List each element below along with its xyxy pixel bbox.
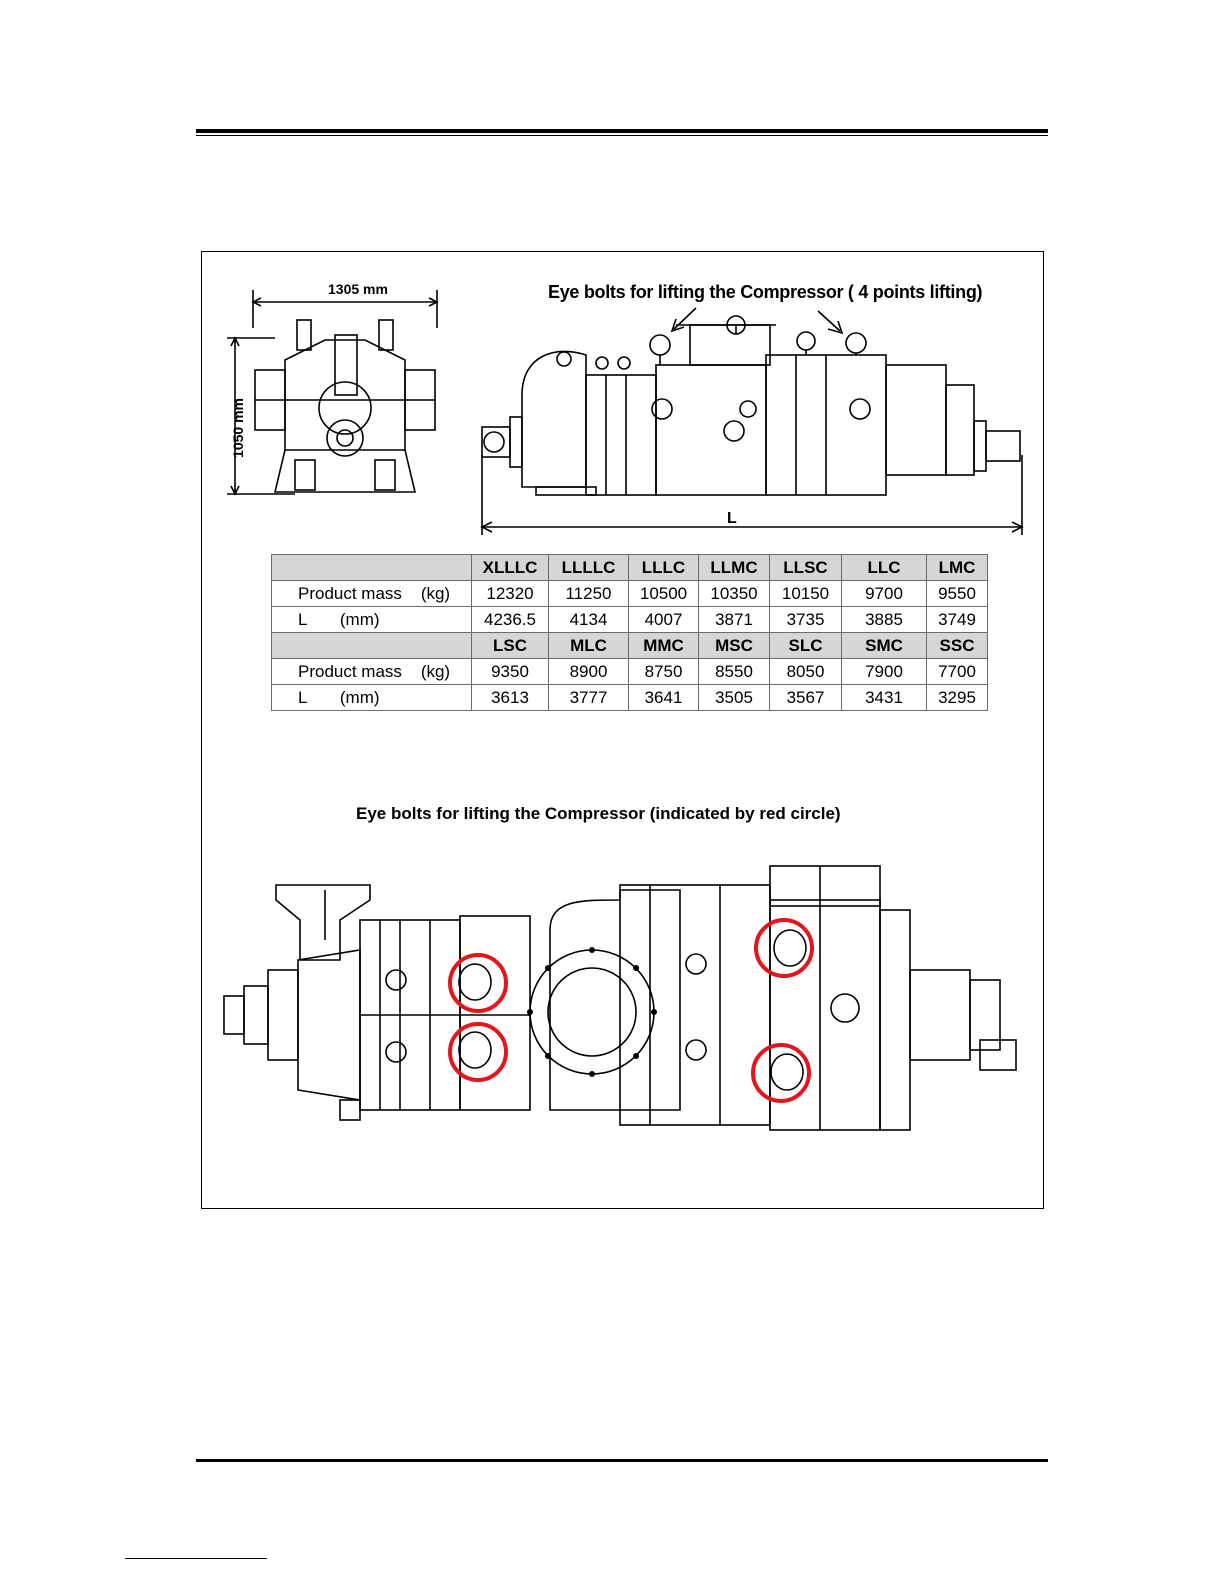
length-cell: 3505: [698, 684, 770, 711]
length-cell: 4236.5: [471, 606, 549, 633]
model-cell: MMC: [628, 632, 699, 659]
front-view-drawing: [227, 290, 439, 496]
model-cell: MSC: [698, 632, 770, 659]
header-rule-thin: [196, 135, 1048, 136]
mass-cell: 8900: [548, 658, 629, 685]
row-label: L (mm): [271, 606, 472, 633]
length-cell: 3641: [628, 684, 699, 711]
mass-cell: 12320: [471, 580, 549, 607]
mass-cell: 9350: [471, 658, 549, 685]
four-point-lifting-caption: Eye bolts for lifting the Compressor ( 4…: [548, 282, 983, 302]
row-label: L (mm): [271, 684, 472, 711]
length-cell: 3567: [769, 684, 842, 711]
footnote-separator: [125, 1558, 267, 1559]
model-cell: LLLC: [628, 554, 699, 581]
lifting-point-circle: [754, 918, 814, 978]
length-cell: 3431: [841, 684, 927, 711]
mass-cell: 9700: [841, 580, 927, 607]
footer-rule: [196, 1459, 1048, 1462]
lifting-point-circle: [751, 1043, 811, 1103]
lifting-point-circle: [448, 953, 508, 1013]
length-cell: 3613: [471, 684, 549, 711]
model-cell: SMC: [841, 632, 927, 659]
table-row: Product mass (kg) 9350 8900 8750 8550 80…: [271, 658, 988, 685]
mass-cell: 8050: [769, 658, 842, 685]
table-row: Product mass (kg) 12320 11250 10500 1035…: [271, 580, 988, 607]
mass-cell: 8550: [698, 658, 770, 685]
model-cell: LLSC: [769, 554, 842, 581]
length-cell: 3777: [548, 684, 629, 711]
mass-cell: 7700: [926, 658, 988, 685]
model-cell: MLC: [548, 632, 629, 659]
length-cell: 3295: [926, 684, 988, 711]
length-cell: 3885: [841, 606, 927, 633]
row-label: Product mass (kg): [271, 658, 472, 685]
row-label: Product mass (kg): [271, 580, 472, 607]
side-view-drawing: [480, 307, 1024, 535]
mass-cell: 9550: [926, 580, 988, 607]
model-cell: LSC: [471, 632, 549, 659]
model-cell: LLC: [841, 554, 927, 581]
table-header-row: LSC MLC MMC MSC SLC SMC SSC: [271, 632, 988, 659]
length-cell: 3871: [698, 606, 770, 633]
lifting-point-circle: [448, 1022, 508, 1082]
mass-cell: 10350: [698, 580, 770, 607]
length-cell: 4134: [548, 606, 629, 633]
mass-cell: 10500: [628, 580, 699, 607]
product-spec-table: XLLLC LLLLC LLLC LLMC LLSC LLC LMC Produ…: [271, 554, 988, 711]
header-rule: [196, 129, 1048, 133]
height-dimension-label: 1050 mm: [229, 398, 246, 458]
length-dimension-label: L: [727, 510, 737, 527]
length-cell: 3735: [769, 606, 842, 633]
figure-frame: [201, 251, 1044, 1209]
length-cell: 4007: [628, 606, 699, 633]
model-cell: LLLLC: [548, 554, 629, 581]
mass-cell: 7900: [841, 658, 927, 685]
table-row: L (mm) 4236.5 4134 4007 3871 3735 3885 3…: [271, 606, 988, 633]
mass-cell: 11250: [548, 580, 629, 607]
top-view-drawing: [223, 865, 1017, 1131]
model-cell: LLMC: [698, 554, 770, 581]
table-header-row: XLLLC LLLLC LLLC LLMC LLSC LLC LMC: [271, 554, 988, 581]
table-row: L (mm) 3613 3777 3641 3505 3567 3431 329…: [271, 684, 988, 711]
mass-cell: 8750: [628, 658, 699, 685]
length-cell: 3749: [926, 606, 988, 633]
red-circle-caption: Eye bolts for lifting the Compressor (in…: [356, 804, 841, 823]
model-cell: SSC: [926, 632, 988, 659]
mass-cell: 10150: [769, 580, 842, 607]
model-cell: LMC: [926, 554, 988, 581]
width-dimension-label: 1305 mm: [328, 281, 388, 297]
model-cell: SLC: [769, 632, 842, 659]
model-cell: XLLLC: [471, 554, 549, 581]
